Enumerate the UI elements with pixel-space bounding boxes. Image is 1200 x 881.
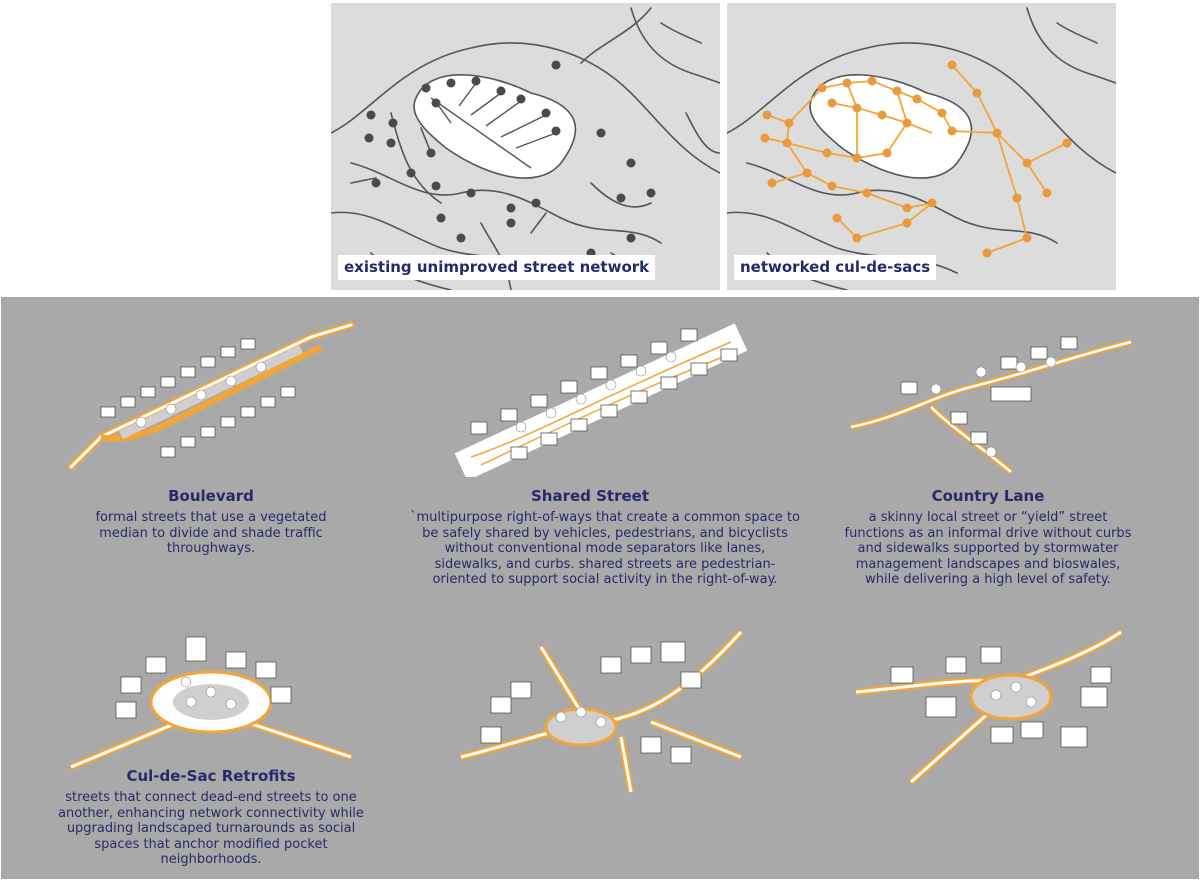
culdesac-retrofits-description: streets that connect dead-end streets to… [58, 790, 364, 867]
culdesac-retrofit-illustration-1 [69, 636, 353, 771]
networked-culdesacs-label: networked cul-de-sacs [734, 255, 937, 280]
boulevard-title: Boulevard [168, 487, 254, 505]
existing-network-drawing [331, 7, 720, 290]
superblock-outline [413, 74, 577, 179]
shared-street-title: Shared Street [530, 487, 650, 505]
shared-street-illustration [454, 323, 748, 477]
existing-network-map: existing unimproved street network [331, 3, 720, 290]
country-lane-title: Country Lane [931, 487, 1045, 505]
existing-culdesac-nodes [364, 60, 656, 258]
culdesac-retrofit-illustration-3 [855, 629, 1123, 785]
culdesac-retrofit-illustration-2 [460, 629, 744, 793]
boulevard-illustration [67, 321, 355, 471]
networked-superblock [809, 74, 973, 179]
boulevard-description: formal streets that use a vegetated medi… [95, 510, 327, 556]
country-lane-description: a skinny local street or “yield” street … [844, 510, 1132, 587]
networked-culdesacs-map: networked cul-de-sacs [727, 3, 1116, 290]
networked-nodes [760, 60, 1072, 258]
networked-culdesacs-drawing [727, 7, 1116, 290]
shared-street-description: `multipurpose right-of-ways that create … [410, 510, 800, 587]
culdesac-retrofits-title: Cul-de-Sac Retrofits [126, 767, 296, 785]
country-lane-illustration [850, 336, 1132, 475]
culdesac-spurs [430, 82, 557, 169]
existing-network-label: existing unimproved street network [338, 255, 656, 280]
street-types-panel: Boulevard formal streets that use a vege… [1, 297, 1199, 879]
